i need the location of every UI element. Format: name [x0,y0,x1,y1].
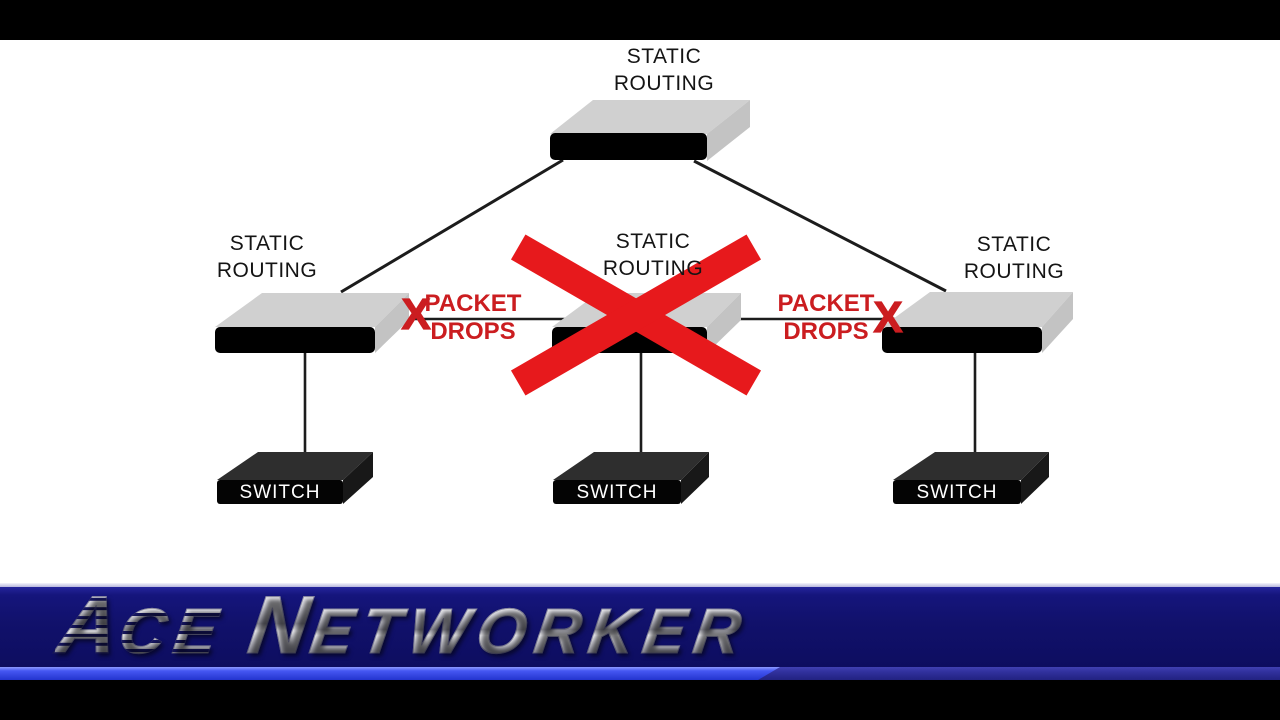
router-right-label-line1: STATIC [976,233,1052,256]
switch-center-device [553,452,709,504]
red-cross-bar-2 [510,234,762,396]
packet-drops-right-line1: PACKET [777,290,875,317]
router-left-label-line2: ROUTING [216,259,318,282]
router-left-label: STATIC ROUTING [182,230,352,284]
router-right-front-face [882,327,1042,353]
switch-left-top-face [217,452,373,480]
switch-left-side-face [343,452,373,504]
letterbox-bottom [0,680,1280,720]
packet-drops-left-line1: PACKET [424,290,522,317]
packet-drop-x-icon-left: X [401,290,432,339]
packet-drops-right-line2: DROPS [783,318,869,345]
packet-drops-label-right: PACKET DROPS [756,290,896,346]
switch-right-device [893,452,1049,504]
letterbox-top [0,0,1280,40]
router-left-label-line1: STATIC [229,232,305,255]
switch-center-label: SWITCH [576,482,658,503]
switch-right-side-face [1021,452,1049,504]
banner-top-highlight [0,583,1280,587]
router-top-top-face [550,100,750,134]
router-left-top-face [215,293,409,327]
router-top-label-line1: STATIC [626,45,702,68]
link-top-to-right [693,159,947,293]
router-top-label: STATIC ROUTING [579,43,749,97]
router-left-front-face [215,327,375,353]
router-right-label-line2: ROUTING [963,260,1065,283]
router-right-top-face [882,292,1073,327]
router-center-label-line2: ROUTING [602,257,704,280]
router-right-device [882,292,1073,353]
router-top-front-face [550,133,707,160]
router-right-label: STATIC ROUTING [929,231,1099,285]
router-top-device [550,100,750,161]
router-top-side-face [707,100,750,161]
switch-left-label: SWITCH [239,482,321,503]
switch-right-label: SWITCH [916,482,998,503]
switch-center-top-face [553,452,709,480]
router-left-device [215,293,409,353]
red-cross-icon [510,234,762,396]
router-left-side-face [375,293,409,353]
packet-drop-x-icon-right: X [873,293,904,342]
switch-right-top-face [893,452,1049,480]
banner-strip-accent [0,667,780,680]
router-center-label: STATIC ROUTING [568,228,738,282]
brand-word1-rest: CE [114,595,230,668]
switch-center-front-face [553,480,681,504]
router-center-label-line1: STATIC [615,230,691,253]
router-right-side-face [1042,292,1073,353]
router-center-side-face [707,293,741,353]
link-lines [303,158,977,454]
switch-left-device [217,452,373,504]
packet-drops-left-line2: DROPS [430,318,516,345]
link-top-to-left [340,158,564,294]
router-top-label-line2: ROUTING [613,72,715,95]
switch-left-front-face [217,480,343,504]
packet-drops-label-left: PACKET DROPS [403,290,543,346]
switch-right-front-face [893,480,1021,504]
brand-word2-rest: ETWORKER [305,595,754,668]
switch-center-side-face [681,452,709,504]
